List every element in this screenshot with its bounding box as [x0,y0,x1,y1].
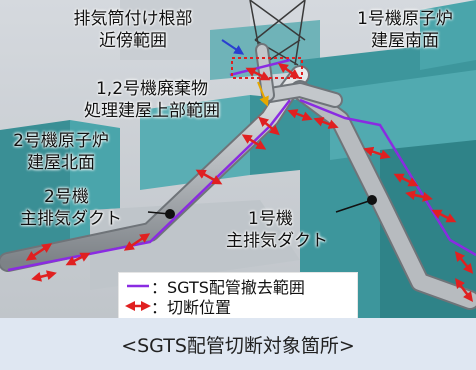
stack-root-label-line1: 排気筒付け根部 [73,9,193,29]
unit1-duct-label-line2: 主排気ダクト [226,231,328,251]
unit2-duct-dot [165,209,175,219]
waste-building-pointer [257,81,269,107]
cut-position-markers [25,63,474,302]
stack-root-pointer [221,39,245,55]
unit1-duct-dot [367,195,377,205]
waste-building-label-line2: 処理建屋上部範囲 [84,101,220,121]
unit1-reactor-label-line2: 建屋南面 [371,31,439,51]
stack-root-zone [231,57,303,79]
legend-removal-range-text: ：SGTS配管撤去範囲 [151,278,305,297]
unit1-duct-pointer [335,199,373,213]
unit1-reactor-label: 1号機原子炉 建屋南面 [340,8,470,52]
unit2-reactor-label-line1: 2号機原子炉 [13,131,109,151]
unit2-duct-label-line1: 2号機 [44,187,89,207]
unit1-duct-label: 1号機 主排気ダクト [226,208,336,252]
exhaust-stack-lattice [249,0,306,66]
figure-caption: <SGTS配管切断対象箇所> [0,318,476,370]
stack-root-label: 排気筒付け根部 近傍範囲 [58,8,208,52]
legend-removal-range: ：SGTS配管撤去範囲 [125,276,305,297]
removal-range-swatch [127,284,149,288]
waste-building-label: 1,2号機廃棄物 処理建屋上部範囲 [64,78,240,122]
unit1-duct-label-line1: 1号機 [248,209,293,229]
cut-position-swatch [125,301,151,311]
legend-cut-position-text: ：切断位置 [151,298,232,317]
unit1-reactor-label-line1: 1号機原子炉 [357,9,453,29]
piping-scene [0,0,476,318]
unit2-reactor-label: 2号機原子炉 建屋北面 [2,130,120,174]
scene-drawing [0,0,476,318]
unit2-duct-label-line2: 主排気ダクト [20,209,122,229]
legend-cut-position: ：切断位置 [125,296,232,317]
unit2-duct-label: 2号機 主排気ダクト [20,186,140,230]
waste-building-label-line1: 1,2号機廃棄物 [95,79,209,99]
stack-root-label-line2: 近傍範囲 [99,31,167,51]
unit2-reactor-label-line2: 建屋北面 [27,153,95,173]
legend: ：SGTS配管撤去範囲 ：切断位置 [118,272,358,320]
